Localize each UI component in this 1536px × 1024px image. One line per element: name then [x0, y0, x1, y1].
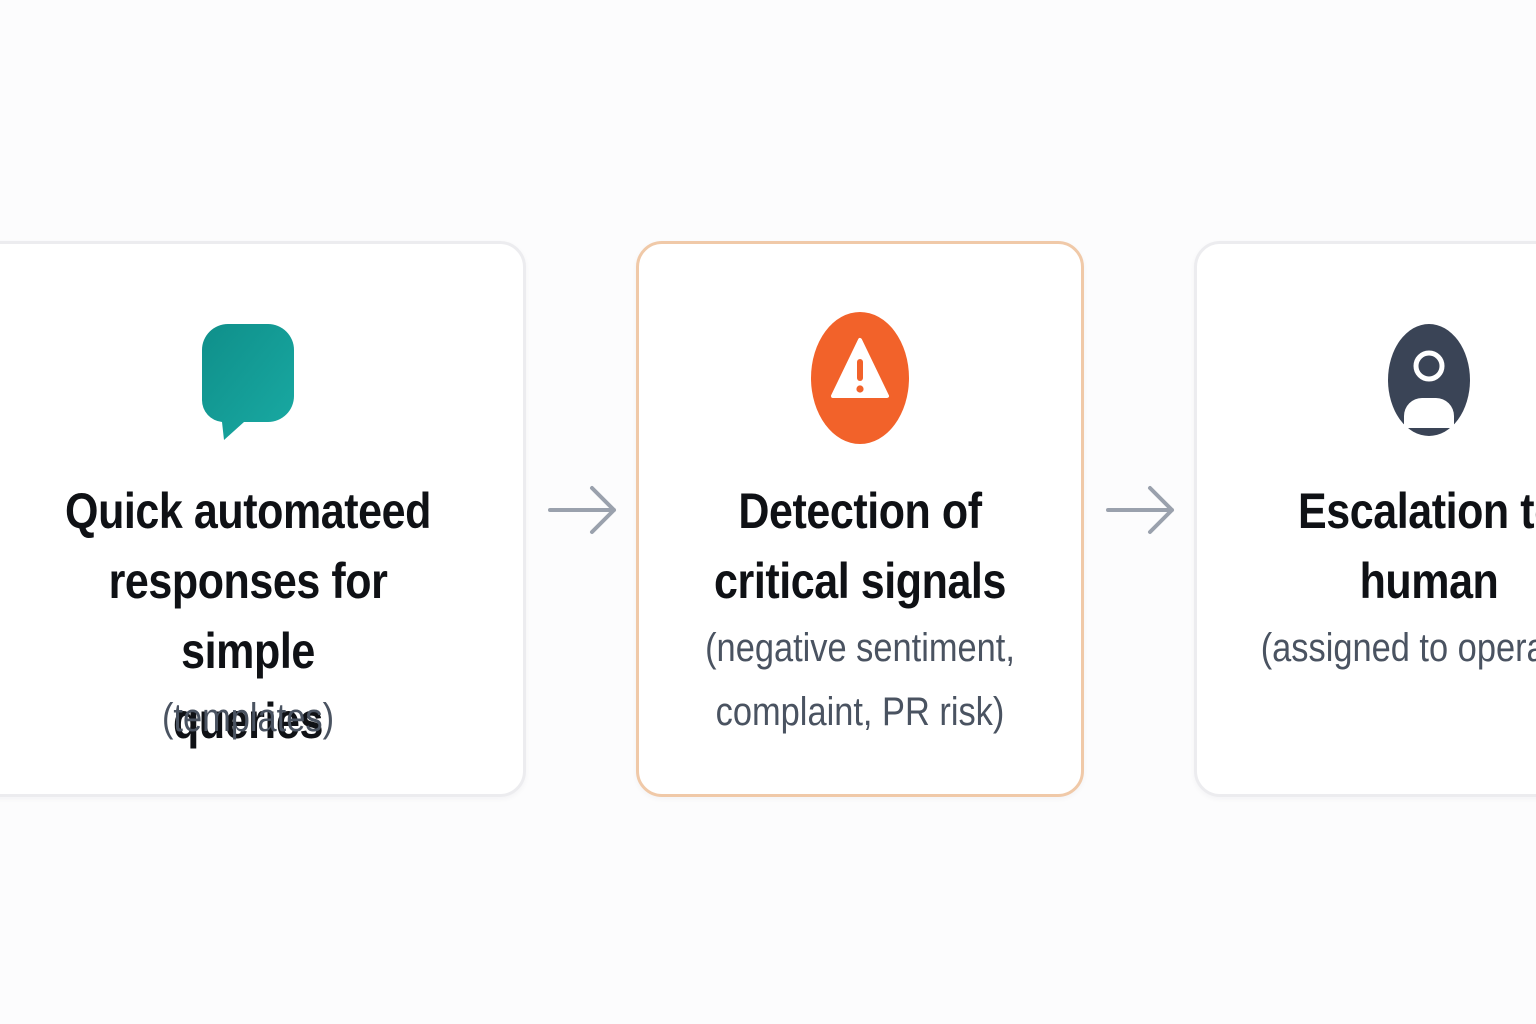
step-title: Escalation to human: [1297, 483, 1536, 609]
step-title: Detection of critical signals: [714, 483, 1006, 609]
person-icon: [1388, 324, 1470, 436]
step-card-escalation: Escalation to human (assigned to operato…: [1194, 241, 1536, 797]
warning-icon: [811, 312, 909, 444]
arrow-right-icon: [548, 482, 620, 538]
chat-bubble-icon: [200, 322, 296, 442]
arrow-right-icon: [1106, 482, 1178, 538]
step-card-detection: Detection of critical signals (negative …: [636, 241, 1084, 797]
step-subtitle: (assigned to operator): [1260, 626, 1536, 670]
step-card-auto-responses: Quick automateed responses for simple qu…: [0, 241, 526, 797]
step-title: Quick automateed responses for simple qu…: [65, 483, 431, 749]
step-subtitle: (templates): [161, 696, 335, 740]
step-subtitle: (negative sentiment, complaint, PR risk): [705, 626, 1015, 734]
